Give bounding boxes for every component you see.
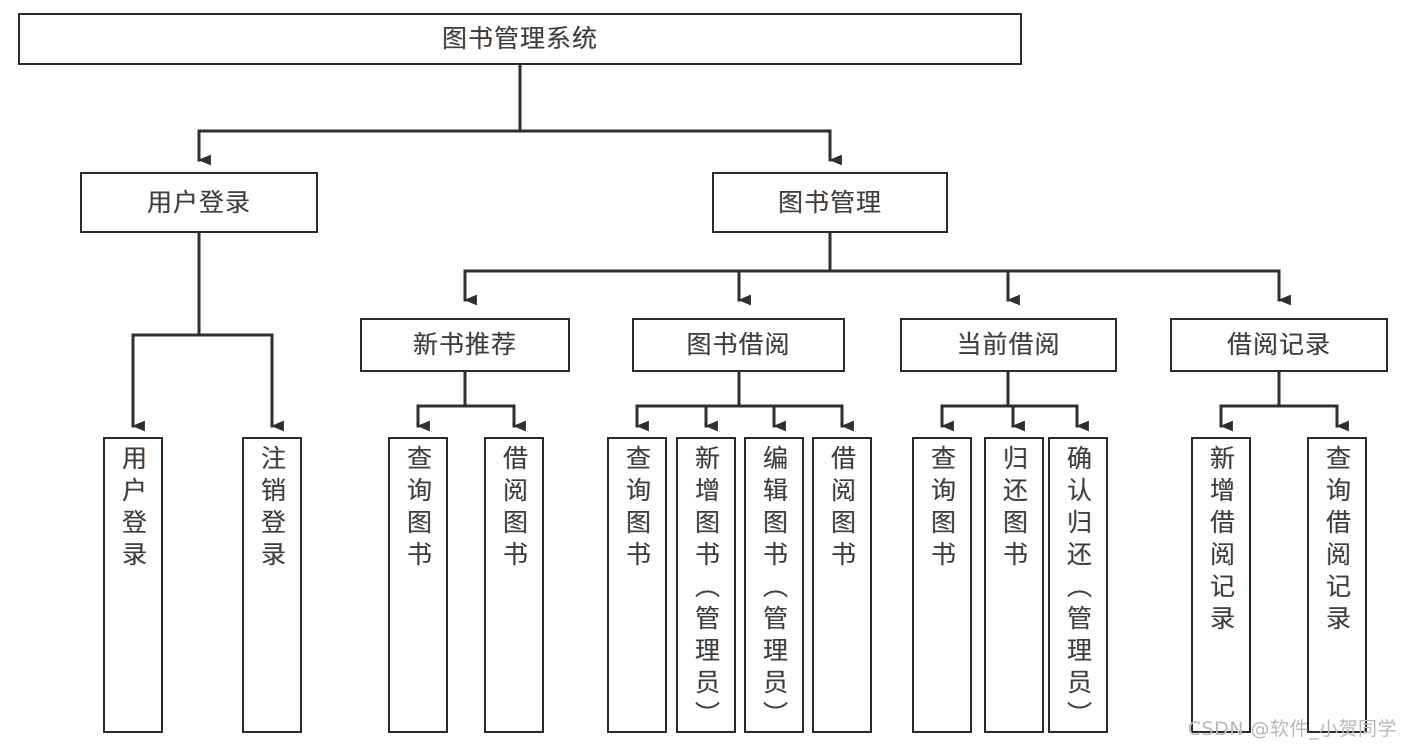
node-label: 新书推荐 [412, 330, 517, 360]
leaf-query-record[interactable]: 查询借阅记录 [1307, 437, 1367, 733]
node-label: 当前借阅 [956, 330, 1061, 360]
node-label: 新增图书（管理员） [691, 445, 721, 733]
leaf-logout[interactable]: 注销登录 [242, 437, 302, 733]
leaf-query-book-2[interactable]: 查询图书 [607, 437, 667, 733]
node-label: 图书管理系统 [441, 24, 598, 54]
node-label: 图书管理 [777, 187, 882, 217]
node-book-borrow[interactable]: 图书借阅 [632, 318, 845, 372]
node-label: 用户登录 [118, 445, 148, 573]
node-new-book-recommend[interactable]: 新书推荐 [360, 318, 570, 372]
node-label: 确认归还（管理员） [1063, 445, 1093, 733]
node-label: 用户登录 [146, 187, 251, 217]
leaf-query-book-1[interactable]: 查询图书 [388, 437, 448, 733]
node-label: 查询图书 [403, 445, 433, 573]
node-label: 注销登录 [257, 445, 287, 573]
node-label: 图书借阅 [686, 330, 791, 360]
node-book-manage[interactable]: 图书管理 [712, 172, 948, 233]
leaf-add-record[interactable]: 新增借阅记录 [1191, 437, 1251, 733]
node-label: 归还图书 [999, 445, 1029, 573]
node-root-book-management-system[interactable]: 图书管理系统 [18, 13, 1022, 65]
node-label: 查询图书 [927, 445, 957, 573]
node-label: 查询借阅记录 [1322, 445, 1352, 637]
leaf-borrow-book-1[interactable]: 借阅图书 [484, 437, 544, 733]
node-label: 借阅图书 [827, 445, 857, 573]
node-label: 编辑图书（管理员） [759, 445, 789, 733]
leaf-query-book-3[interactable]: 查询图书 [912, 437, 972, 733]
leaf-confirm-return[interactable]: 确认归还（管理员） [1048, 437, 1108, 733]
node-borrow-record[interactable]: 借阅记录 [1170, 318, 1388, 372]
node-label: 查询图书 [622, 445, 652, 573]
leaf-borrow-book-2[interactable]: 借阅图书 [812, 437, 872, 733]
leaf-return-book[interactable]: 归还图书 [984, 437, 1044, 733]
node-current-borrow[interactable]: 当前借阅 [900, 318, 1117, 372]
leaf-edit-book[interactable]: 编辑图书（管理员） [744, 437, 804, 733]
leaf-user-login[interactable]: 用户登录 [103, 437, 163, 733]
leaf-add-book[interactable]: 新增图书（管理员） [676, 437, 736, 733]
node-label: 借阅记录 [1226, 330, 1331, 360]
node-label: 新增借阅记录 [1206, 445, 1236, 637]
node-user-login[interactable]: 用户登录 [80, 172, 318, 233]
node-label: 借阅图书 [499, 445, 529, 573]
